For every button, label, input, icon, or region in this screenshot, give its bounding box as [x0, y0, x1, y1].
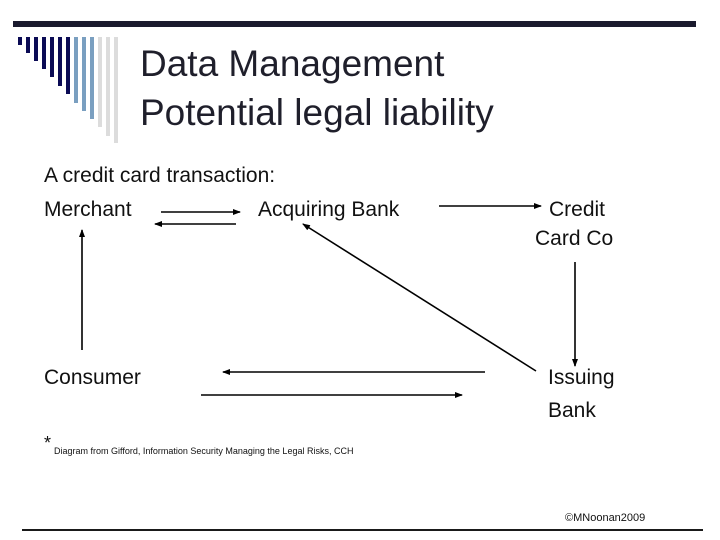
node-credit-card-co-line2: Card Co: [535, 227, 614, 250]
node-consumer: Consumer: [44, 366, 141, 389]
deco-bar: [58, 37, 62, 86]
deco-bar: [114, 37, 118, 143]
deco-bar: [42, 37, 46, 69]
slide-title-line1: Data Management: [140, 43, 445, 84]
slide-title-line2: Potential legal liability: [140, 92, 494, 133]
node-issuing-bank-line2: Bank: [548, 399, 596, 422]
footnote-marker: *: [44, 433, 52, 453]
deco-bar: [34, 37, 38, 61]
deco-bar: [18, 37, 22, 45]
deco-bar: [106, 37, 110, 136]
deco-bar: [74, 37, 78, 103]
footnote-citation: Diagram from Gifford, Information Securi…: [54, 446, 354, 456]
node-credit-card-co-line1: Credit: [549, 198, 606, 221]
node-merchant: Merchant: [44, 198, 132, 221]
top-rule: [13, 21, 696, 27]
copyright: ©MNoonan2009: [565, 512, 646, 524]
bottom-rule: [22, 529, 703, 531]
deco-bar: [90, 37, 94, 119]
deco-bar: [98, 37, 102, 127]
intro-text: A credit card transaction:: [44, 164, 276, 187]
deco-bar: [50, 37, 54, 77]
deco-bar: [82, 37, 86, 111]
deco-bar: [26, 37, 30, 53]
node-issuing-bank-line1: Issuing: [548, 366, 615, 389]
deco-bar: [66, 37, 70, 94]
node-acquiring-bank: Acquiring Bank: [258, 198, 400, 221]
arrow-issuing-to-acquiring: [302, 223, 537, 372]
